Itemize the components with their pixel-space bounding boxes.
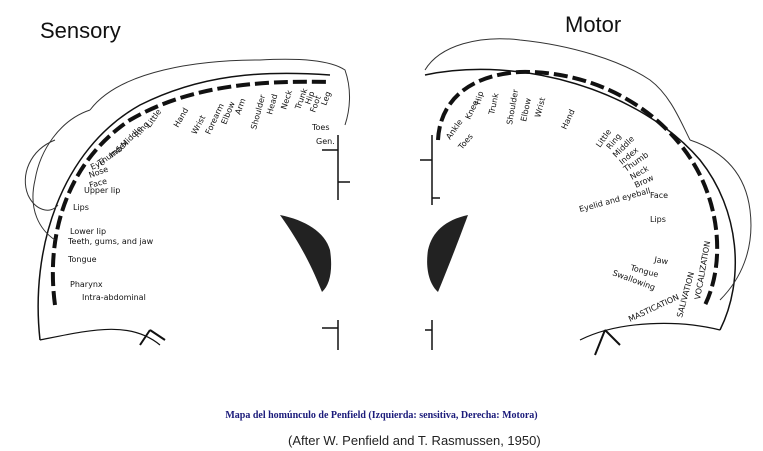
sensory-label: Upper lip — [84, 186, 120, 195]
motor-label: MASTICATION — [627, 293, 680, 324]
motor-label: Shoulder — [505, 88, 520, 125]
motor-label: Elbow — [519, 97, 533, 123]
sensory-face-profile — [25, 140, 58, 210]
sensory-label: Pharynx — [70, 280, 103, 289]
sensory-label: Gen. — [316, 137, 335, 146]
left-brainstem — [322, 320, 338, 350]
motor-label: Hip — [473, 90, 485, 105]
motor-label: Eyelid and eyeball — [578, 186, 651, 214]
left-ventricle — [280, 215, 331, 292]
sensory-labels: Gen. Toes Foot Leg Hip Trunk Neck Head S… — [67, 87, 335, 302]
motor-label: Trunk — [487, 92, 501, 117]
figure-credit: (After W. Penfield and T. Rasmussen, 195… — [288, 433, 541, 448]
sensory-label: Intra-abdominal — [82, 293, 146, 302]
motor-label: Lips — [650, 215, 666, 224]
motor-cortex-arc — [438, 72, 717, 305]
sensory-label: Teeth, gums, and jaw — [67, 237, 154, 246]
motor-label: Jaw — [653, 255, 670, 267]
sensory-label: Head — [265, 93, 279, 116]
sensory-label: Leg — [319, 90, 332, 107]
sensory-foot-branch — [140, 330, 165, 345]
motor-label: Wrist — [533, 97, 547, 119]
sensory-label: Hand — [172, 106, 190, 129]
figure-caption: Mapa del homúnculo de Penfield (Izquierd… — [0, 410, 763, 421]
right-midline — [420, 135, 440, 205]
motor-label: Ankle — [444, 118, 464, 142]
sensory-label: Toes — [311, 123, 330, 132]
motor-label: Face — [650, 191, 668, 200]
motor-foot-branch — [595, 330, 620, 355]
motor-label: Hand — [560, 108, 577, 131]
motor-labels: Toes Ankle Knee Hip Trunk Shoulder Elbow… — [444, 88, 712, 324]
sensory-label: Neck — [279, 89, 294, 111]
sensory-label: Lips — [73, 203, 89, 212]
motor-label: Toes — [456, 132, 475, 152]
sensory-label: Tongue — [67, 255, 97, 264]
right-ventricle — [427, 215, 468, 292]
right-brainstem — [425, 320, 432, 350]
sensory-label: Lower lip — [70, 227, 106, 236]
sensory-homunculus-body — [33, 59, 350, 240]
